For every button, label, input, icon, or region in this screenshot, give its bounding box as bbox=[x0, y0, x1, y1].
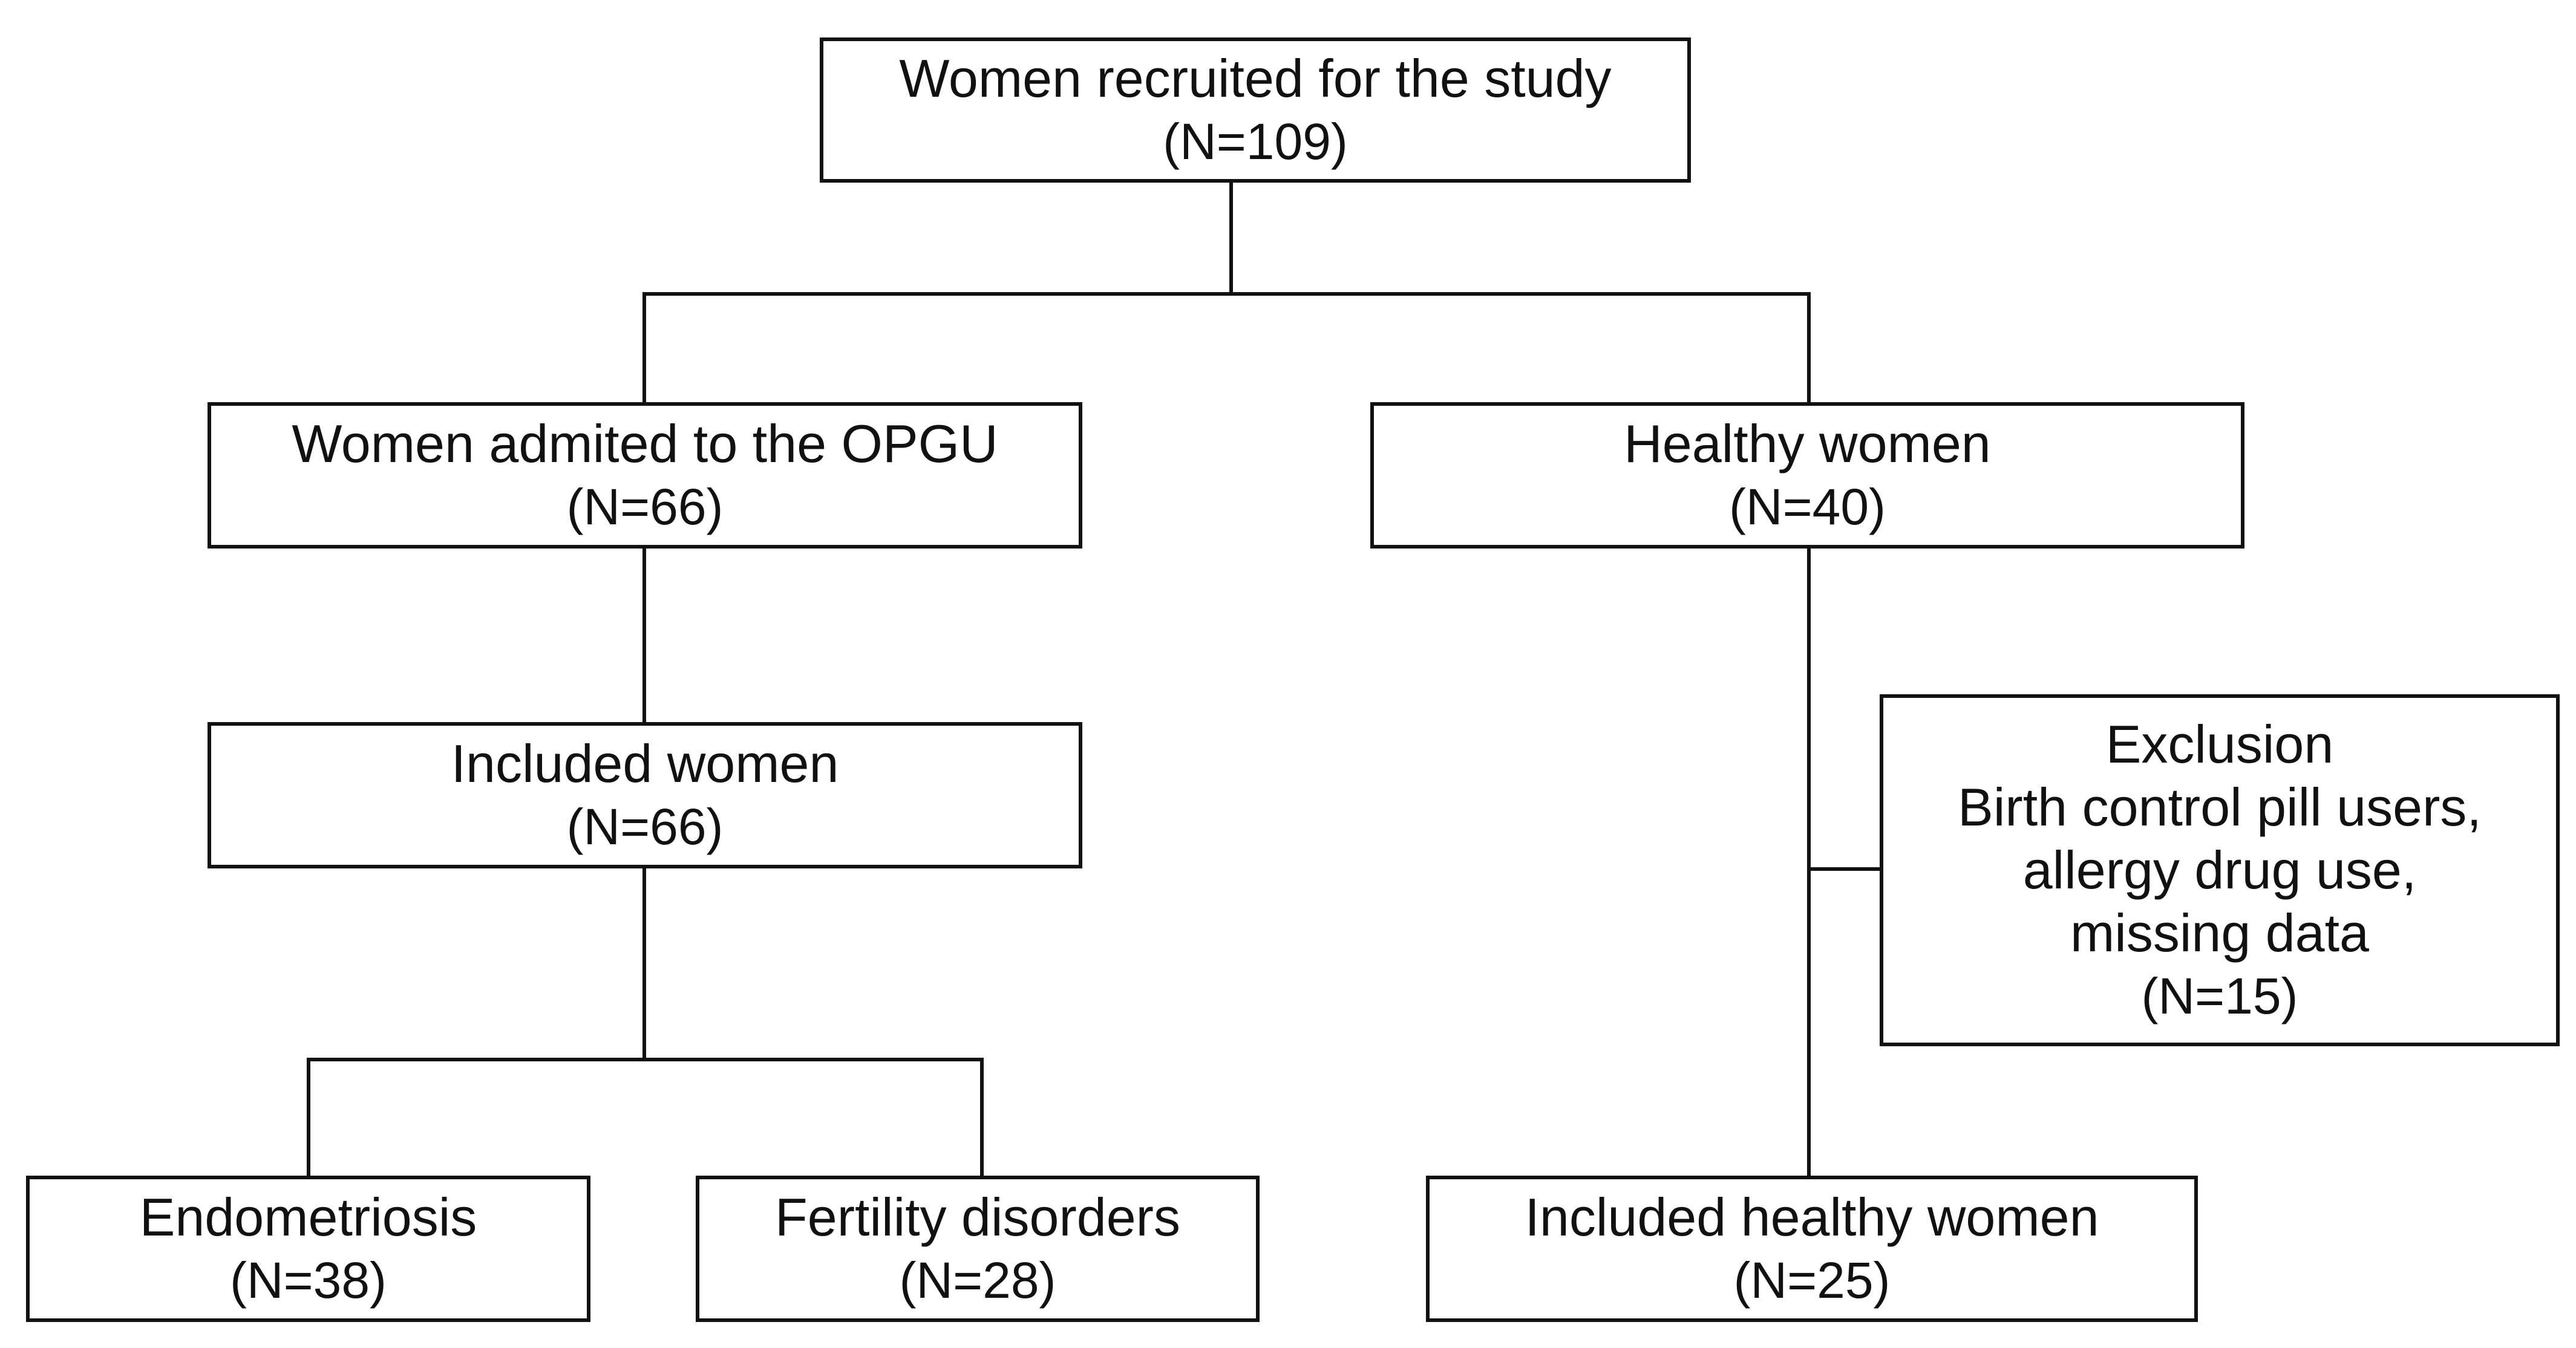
node-women-recruited: Women recruited for the study (N=109) bbox=[820, 37, 1691, 183]
node-fertility-disorders-label: Fertility disorders bbox=[775, 1187, 1180, 1247]
node-exclusion-title: Exclusion bbox=[2105, 714, 2334, 774]
node-women-admitted-opgu-count: (N=66) bbox=[566, 478, 724, 535]
node-exclusion-line-3: missing data bbox=[2070, 903, 2369, 963]
node-exclusion-count: (N=15) bbox=[2141, 968, 2298, 1024]
node-endometriosis-count: (N=38) bbox=[229, 1252, 387, 1309]
node-included-women-count: (N=66) bbox=[566, 798, 724, 855]
node-exclusion-line-2: allergy drug use, bbox=[2022, 840, 2417, 900]
node-endometriosis-label: Endometriosis bbox=[139, 1187, 477, 1247]
node-women-recruited-count: (N=109) bbox=[1163, 113, 1348, 170]
node-healthy-women: Healthy women (N=40) bbox=[1370, 402, 2244, 549]
node-healthy-women-count: (N=40) bbox=[1728, 478, 1886, 535]
node-women-admitted-opgu-label: Women admited to the OPGU bbox=[292, 414, 998, 474]
node-fertility-disorders-count: (N=28) bbox=[899, 1252, 1056, 1309]
node-exclusion-line-1: Birth control pill users, bbox=[1958, 777, 2482, 837]
node-included-healthy-women-label: Included healthy women bbox=[1525, 1187, 2099, 1247]
node-exclusion: Exclusion Birth control pill users, alle… bbox=[1880, 694, 2560, 1046]
node-healthy-women-label: Healthy women bbox=[1624, 414, 1991, 474]
node-endometriosis: Endometriosis (N=38) bbox=[26, 1176, 590, 1322]
node-included-healthy-women-count: (N=25) bbox=[1733, 1252, 1891, 1309]
node-women-admitted-opgu: Women admited to the OPGU (N=66) bbox=[208, 402, 1082, 549]
node-included-women: Included women (N=66) bbox=[208, 722, 1082, 868]
node-fertility-disorders: Fertility disorders (N=28) bbox=[696, 1176, 1260, 1322]
node-women-recruited-label: Women recruited for the study bbox=[899, 48, 1612, 108]
node-included-healthy-women: Included healthy women (N=25) bbox=[1426, 1176, 2198, 1322]
node-included-women-label: Included women bbox=[451, 734, 839, 793]
